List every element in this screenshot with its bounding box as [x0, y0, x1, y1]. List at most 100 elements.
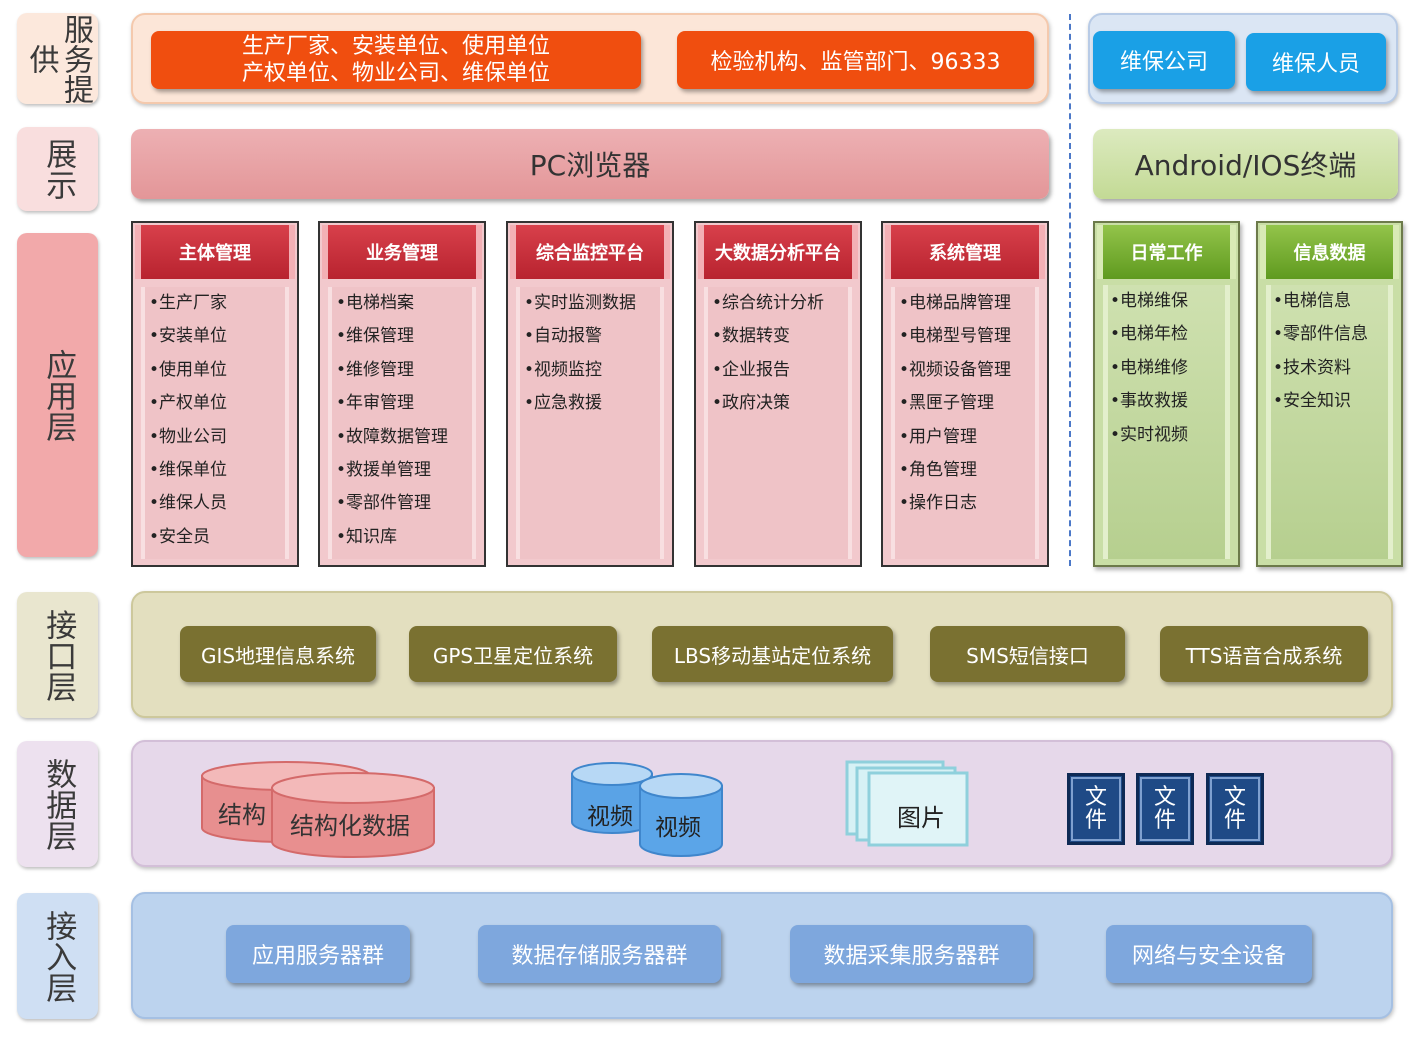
layer-label-access-text: 接入层 [40, 909, 77, 1003]
service-regulators: 检验机构、监管部门、96333 [677, 31, 1034, 89]
app-column-title: 综合监控平台 [510, 225, 670, 279]
video-cylinder-back [571, 762, 653, 834]
file-icon-2: 文件 [1136, 773, 1194, 845]
app-column-title: 系统管理 [885, 225, 1045, 279]
layer-label-service: 服务提供 [17, 13, 98, 104]
list-item: •操作日志 [899, 493, 978, 514]
mobile-terminal-bar: Android/IOS终端 [1093, 129, 1398, 199]
app-column-2: 业务管理•电梯档案•维保管理•维修管理•年审管理•故障数据管理•救援单管理•零部… [318, 221, 486, 567]
access-item-3: 数据采集服务器群 [790, 925, 1033, 983]
list-item: •电梯品牌管理 [899, 293, 1012, 313]
video-data-icon [571, 762, 723, 857]
app-column-title: 业务管理 [322, 225, 482, 279]
app-column-4: 大数据分析平台•综合统计分析•数据转变•企业报告•政府决策 [694, 221, 862, 567]
mobile-app-column-title: 信息数据 [1260, 225, 1399, 279]
service-user-units-line1: 生产厂家、安装单位、使用单位 [241, 33, 550, 59]
access-item-1: 应用服务器群 [226, 925, 410, 983]
list-item: •维保人员 [149, 493, 228, 514]
app-column-list: •电梯档案•维保管理•维修管理•年审管理•故障数据管理•救援单管理•零部件管理•… [328, 287, 476, 559]
video-back-label: 视频 [587, 804, 633, 830]
list-item: •故障数据管理 [336, 426, 449, 447]
video-front-label: 视频 [655, 815, 701, 841]
list-item: •综合统计分析 [712, 293, 825, 313]
file-label-1: 文件 [1084, 784, 1107, 833]
access-item-4: 网络与安全设备 [1106, 925, 1312, 983]
mobile-terminal-text: Android/IOS终端 [1134, 149, 1357, 182]
layer-label-interface: 接口层 [17, 592, 98, 718]
list-item: •安装单位 [149, 326, 228, 347]
mobile-divider [1069, 14, 1071, 566]
picture-label: 图片 [897, 804, 945, 832]
app-column-title: 主体管理 [135, 225, 295, 279]
list-item: •用户管理 [899, 426, 978, 447]
pc-browser-text: PC浏览器 [529, 149, 651, 182]
service-maintenance-staff-text: 维保人员 [1271, 52, 1360, 77]
list-item: •技术资料 [1273, 357, 1352, 378]
layer-label-access: 接入层 [17, 893, 98, 1019]
mobile-app-column-list: •电梯信息 •零部件信息 •技术资料 •安全知识 [1266, 285, 1393, 559]
list-item: •政府决策 [712, 393, 791, 414]
service-user-units: 生产厂家、安装单位、使用单位 产权单位、物业公司、维保单位 [151, 31, 641, 89]
file-label-3: 文件 [1223, 784, 1246, 833]
list-item: •事故救援 [1110, 391, 1189, 412]
layer-label-application-text: 应用层 [40, 348, 77, 442]
list-item: •产权单位 [149, 393, 228, 414]
db-back-label: 结构 [218, 801, 266, 829]
file-label-2: 文件 [1153, 784, 1176, 833]
file-icon-3: 文件 [1206, 773, 1264, 845]
service-user-units-line2: 产权单位、物业公司、维保单位 [241, 61, 550, 86]
list-item: •电梯年检 [1110, 324, 1189, 345]
mobile-app-column-2: 信息数据 •电梯信息 •零部件信息 •技术资料 •安全知识 [1256, 221, 1403, 567]
list-item: •电梯型号管理 [899, 326, 1012, 347]
list-item: •安全员 [149, 526, 211, 547]
list-item: •角色管理 [899, 459, 978, 480]
list-item: •使用单位 [149, 359, 228, 380]
service-maintenance-staff: 维保人员 [1246, 33, 1386, 91]
list-item: •安全知识 [1273, 391, 1352, 412]
list-item: •生产厂家 [149, 293, 228, 313]
interface-item-5: TTS语音合成系统 [1160, 626, 1368, 682]
interface-item-3: LBS移动基站定位系统 [652, 626, 893, 682]
db-front-label: 结构化数据 [290, 812, 410, 840]
list-item: •维修管理 [336, 359, 415, 380]
layer-label-data-text: 数据层 [40, 757, 77, 851]
list-item: •维保管理 [336, 326, 415, 347]
service-maintenance-company-text: 维保公司 [1119, 50, 1208, 75]
mobile-app-column-title: 日常工作 [1097, 225, 1236, 279]
list-item: •自动报警 [524, 326, 603, 347]
access-item-2: 数据存储服务器群 [478, 925, 721, 983]
list-item: •电梯维修 [1110, 357, 1189, 378]
file-icon-1: 文件 [1067, 773, 1125, 845]
video-cylinder-front [639, 773, 723, 857]
app-column-3: 综合监控平台•实时监测数据•自动报警•视频监控•应急救援 [506, 221, 674, 567]
service-regulators-text: 检验机构、监管部门、96333 [710, 50, 1001, 75]
mobile-app-column-1: 日常工作 •电梯维保 •电梯年检 •电梯维修 •事故救援 •实时视频 [1093, 221, 1240, 567]
layer-label-application: 应用层 [17, 233, 98, 557]
app-column-5: 系统管理 •电梯品牌管理 •电梯型号管理 •视频设备管理 •黑匣子管理 •用户管理 •角色管… [881, 221, 1049, 567]
list-item: •应急救援 [524, 393, 603, 414]
app-column-list: •生产厂家•安装单位•使用单位•产权单位•物业公司•维保单位•维保人员•安全员 [141, 287, 289, 559]
layer-label-data: 数据层 [17, 741, 98, 867]
interface-item-1: GIS地理信息系统 [180, 626, 376, 682]
list-item: •维保单位 [149, 459, 228, 480]
structured-data-icon [201, 761, 435, 858]
list-item: •知识库 [336, 526, 398, 547]
layer-label-display-text: 展示 [40, 138, 77, 200]
list-item: •数据转变 [712, 326, 791, 347]
list-item: •年审管理 [336, 393, 415, 414]
list-item: •电梯信息 [1273, 291, 1352, 311]
list-item: •视频设备管理 [899, 359, 1012, 380]
list-item: •视频监控 [524, 359, 603, 380]
interface-item-4: SMS短信接口 [930, 626, 1125, 682]
picture-data-icon [845, 760, 969, 847]
list-item: •实时视频 [1110, 424, 1189, 445]
layer-label-interface-text: 接口层 [40, 608, 77, 702]
list-item: •电梯维保 [1110, 291, 1189, 311]
list-item: •零部件信息 [1273, 324, 1369, 345]
list-item: •黑匣子管理 [899, 393, 995, 414]
list-item: •企业报告 [712, 359, 791, 380]
service-maintenance-company: 维保公司 [1093, 31, 1235, 89]
list-item: •零部件管理 [336, 493, 432, 514]
list-item: •救援单管理 [336, 459, 432, 480]
pc-browser-bar: PC浏览器 [131, 129, 1049, 199]
